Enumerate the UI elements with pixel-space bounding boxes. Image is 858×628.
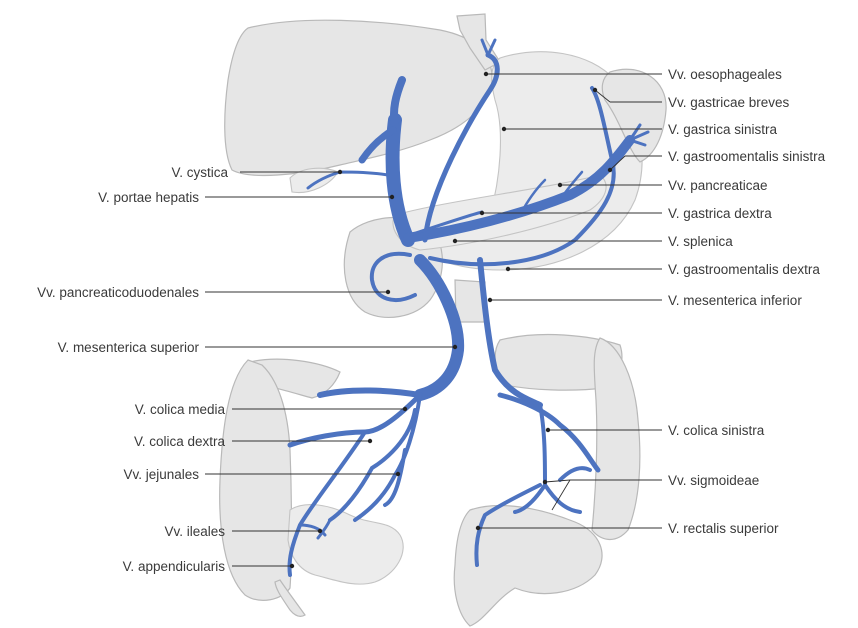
- dot-splenica: [453, 239, 457, 243]
- labels-right: Vv. oesophageales Vv. gastricae breves V…: [668, 67, 826, 536]
- label-pancreaticoduodenales: Vv. pancreaticoduodenales: [37, 285, 199, 300]
- label-mesenterica-inferior: V. mesenterica inferior: [668, 293, 802, 308]
- ascending-colon: [220, 360, 292, 600]
- label-gastroomentalis-sinistra: V. gastroomentalis sinistra: [668, 149, 826, 164]
- label-gastroomentalis-dextra: V. gastroomentalis dextra: [668, 262, 820, 277]
- label-colica-media: V. colica media: [135, 402, 226, 417]
- dot-rectalis-superior: [476, 526, 480, 530]
- labels-left: V. cystica V. portae hepatis Vv. pancrea…: [37, 165, 228, 574]
- descending-colon: [592, 338, 640, 539]
- label-gastrica-dextra: V. gastrica dextra: [668, 206, 772, 221]
- dot-pancreaticae: [558, 183, 562, 187]
- label-colica-sinistra: V. colica sinistra: [668, 423, 765, 438]
- dot-ileales: [318, 529, 322, 533]
- label-oesophageales: Vv. oesophageales: [668, 67, 782, 82]
- dot-appendicularis: [290, 564, 294, 568]
- jejunal-veins: [330, 395, 420, 520]
- dot-mesenterica-inferior: [488, 298, 492, 302]
- label-gastricae-breves: Vv. gastricae breves: [668, 95, 790, 110]
- dot-gastricae-breves: [593, 88, 597, 92]
- label-portae: V. portae hepatis: [98, 190, 199, 205]
- label-pancreaticae: Vv. pancreaticae: [668, 178, 768, 193]
- middle-colic-vein: [320, 390, 420, 395]
- dot-gastroomentalis-dextra: [506, 267, 510, 271]
- dot-colica-sinistra: [546, 428, 550, 432]
- label-gastrica-sinistra: V. gastrica sinistra: [668, 122, 778, 137]
- leader-sigmoideae-b1: [545, 480, 570, 482]
- label-splenica: V. splenica: [668, 234, 733, 249]
- dot-colica-dextra: [368, 439, 372, 443]
- left-colic-vein: [500, 395, 598, 470]
- label-cystica: V. cystica: [171, 165, 228, 180]
- dot-pancreaticoduodenales: [386, 290, 390, 294]
- label-rectalis-superior: V. rectalis superior: [668, 521, 779, 536]
- dot-gastrica-dextra: [480, 211, 484, 215]
- right-colic-vein: [290, 395, 420, 445]
- dot-jejunales: [396, 472, 400, 476]
- dot-colica-media: [403, 407, 407, 411]
- label-jejunales: Vv. jejunales: [123, 467, 199, 482]
- dot-portae: [390, 195, 394, 199]
- dot-mesenterica-superior: [453, 345, 457, 349]
- dot-cystica: [338, 170, 342, 174]
- dot-gastrica-sinistra: [502, 127, 506, 131]
- label-appendicularis: V. appendicularis: [123, 559, 226, 574]
- dot-sigmoideae: [543, 480, 547, 484]
- dot-gastroomentalis-sinistra: [608, 168, 612, 172]
- label-colica-dextra: V. colica dextra: [134, 434, 226, 449]
- label-mesenterica-superior: V. mesenterica superior: [58, 340, 200, 355]
- dot-oesophageales: [484, 72, 488, 76]
- label-sigmoideae: Vv. sigmoideae: [668, 473, 759, 488]
- label-ileales: Vv. ileales: [164, 524, 225, 539]
